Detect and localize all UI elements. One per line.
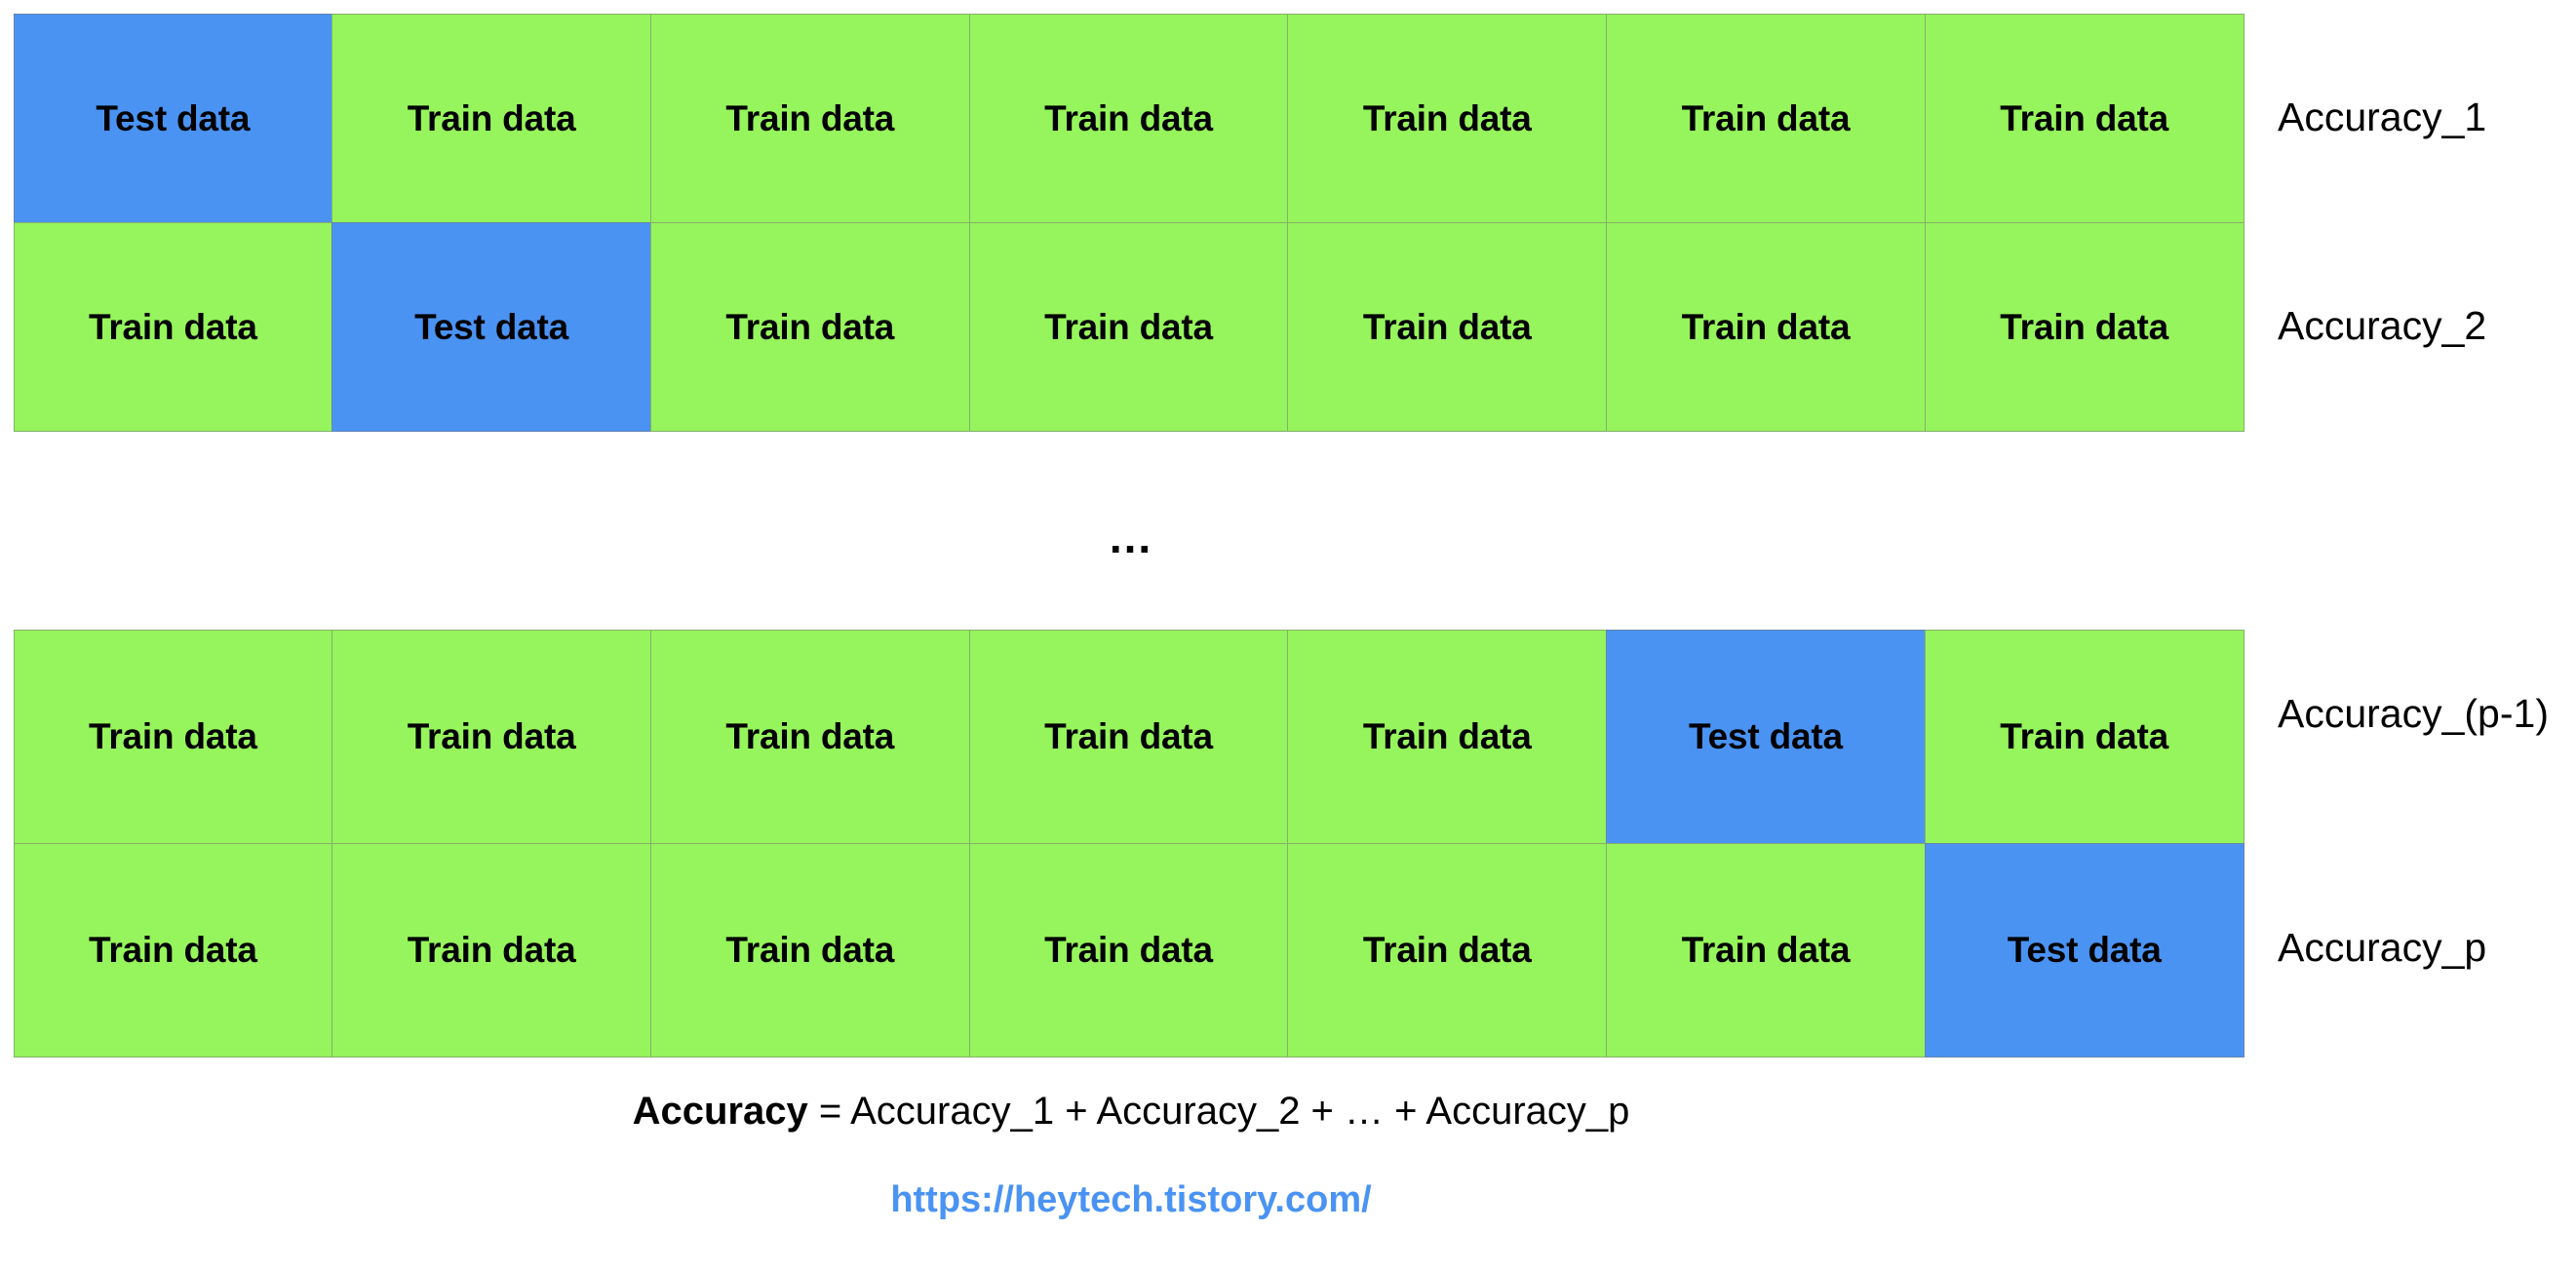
fold-cell-train: Train data xyxy=(968,221,1289,432)
fold-cell-train: Train data xyxy=(968,13,1289,223)
accuracy-label-p: Accuracy_p xyxy=(2278,925,2487,970)
source-url-link[interactable]: https://heytech.tistory.com/ xyxy=(890,1179,1372,1220)
fold-cell-train: Train data xyxy=(1287,842,1608,1058)
fold-cell-train: Train data xyxy=(649,842,970,1058)
fold-cell-train: Train data xyxy=(13,629,333,844)
fold-cell-train: Train data xyxy=(649,221,970,432)
table-row: Train data Train data Train data Train d… xyxy=(13,842,2244,1058)
fold-table-top: Test data Train data Train data Train da… xyxy=(13,13,2244,432)
fold-cell-train: Train data xyxy=(1606,842,1926,1058)
fold-cell-test: Test data xyxy=(1924,842,2244,1058)
formula-expression: = Accuracy_1 + Accuracy_2 + … + Accuracy… xyxy=(807,1090,1630,1133)
fold-cell-train: Train data xyxy=(1924,629,2244,844)
fold-cell-train: Train data xyxy=(649,13,970,223)
table-row: Test data Train data Train data Train da… xyxy=(13,13,2244,223)
fold-cell-train: Train data xyxy=(1606,13,1926,223)
ellipsis-separator: ... xyxy=(1109,512,1153,562)
accuracy-label-p-minus-1: Accuracy_(p-1) xyxy=(2278,691,2549,736)
fold-cell-train: Train data xyxy=(1606,221,1926,432)
fold-cell-train: Train data xyxy=(968,629,1289,844)
fold-cell-test: Test data xyxy=(13,13,333,223)
fold-cell-test: Test data xyxy=(332,221,651,432)
fold-cell-train: Train data xyxy=(1924,13,2244,223)
fold-cell-train: Train data xyxy=(1287,13,1608,223)
fold-cell-train: Train data xyxy=(332,842,651,1058)
fold-cell-train: Train data xyxy=(1287,221,1608,432)
accuracy-label-2: Accuracy_2 xyxy=(2278,303,2487,348)
table-row: Train data Test data Train data Train da… xyxy=(13,221,2244,432)
fold-table-bottom: Train data Train data Train data Train d… xyxy=(13,629,2244,1058)
fold-cell-test: Test data xyxy=(1606,629,1926,844)
fold-cell-train: Train data xyxy=(968,842,1289,1058)
fold-cell-train: Train data xyxy=(13,221,333,432)
table-row: Train data Train data Train data Train d… xyxy=(13,629,2244,844)
accuracy-formula: Accuracy = Accuracy_1 + Accuracy_2 + … +… xyxy=(0,1092,2262,1131)
fold-cell-train: Train data xyxy=(13,842,333,1058)
fold-cell-train: Train data xyxy=(1924,221,2244,432)
fold-cell-train: Train data xyxy=(649,629,970,844)
accuracy-label-1: Accuracy_1 xyxy=(2278,95,2487,139)
fold-cell-train: Train data xyxy=(332,629,651,844)
fold-cell-train: Train data xyxy=(332,13,651,223)
formula-bold-term: Accuracy xyxy=(632,1090,808,1133)
fold-cell-train: Train data xyxy=(1287,629,1608,844)
